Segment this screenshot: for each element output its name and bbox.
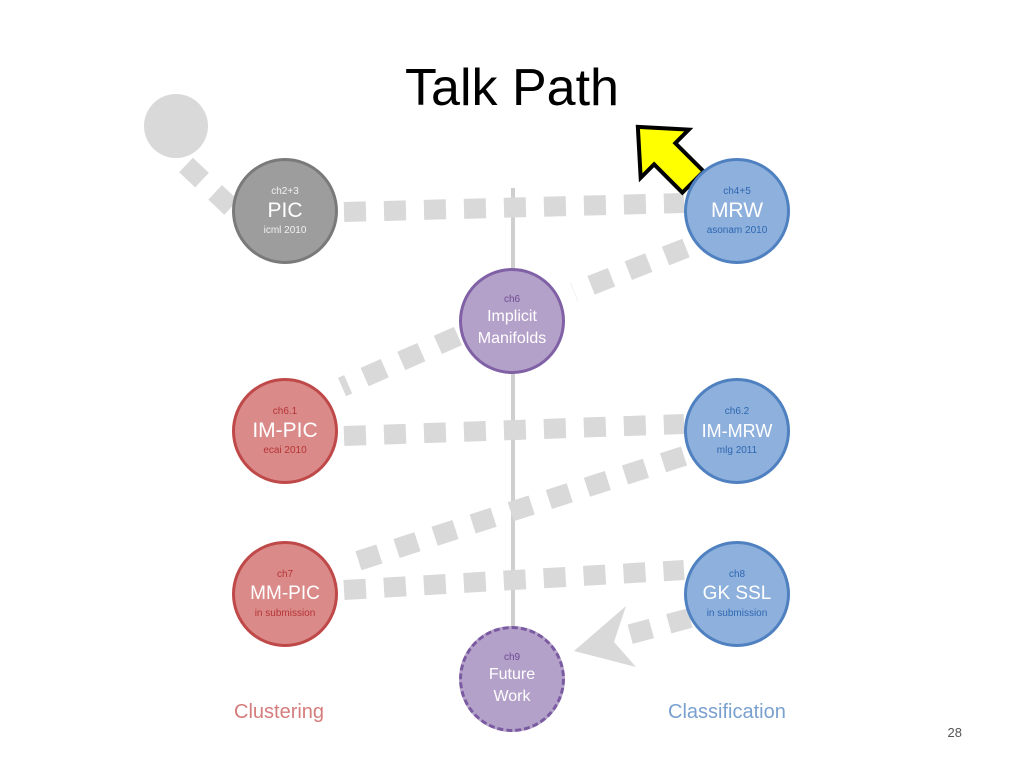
slide-title: Talk Path [405, 59, 619, 117]
node-name-line1: Implicit [487, 307, 537, 325]
node-im-mrw: ch6.2 IM-MRW mlg 2011 [684, 378, 790, 484]
node-name-line1: Future [488, 665, 536, 683]
chapter-label: ch6.2 [724, 405, 750, 417]
pointer-arrow-icon [635, 124, 707, 196]
clustering-label: Clustering [234, 701, 325, 723]
node-name: IM-MRW [701, 420, 773, 441]
node-name-line2: Manifolds [477, 329, 547, 347]
node-implicit-manifolds: ch6 Implicit Manifolds [459, 268, 565, 374]
node-im-pic: ch6.1 IM-PIC ecai 2010 [232, 378, 338, 484]
path-gkssl-to-future [617, 608, 693, 647]
node-mrw: ch4+5 MRW asonam 2010 [684, 158, 790, 264]
node-name: MM-PIC [250, 582, 320, 604]
node-future-work: ch9 Future Work [459, 626, 565, 732]
path-arrowhead [574, 606, 636, 667]
node-name: GK SSL [702, 582, 772, 604]
start-dot [144, 94, 208, 158]
chapter-label: ch7 [276, 568, 294, 580]
venue-label: icml 2010 [263, 224, 307, 236]
node-name: MRW [710, 198, 764, 222]
chapter-label: ch2+3 [271, 185, 299, 197]
node-gk-ssl: ch8 GK SSL in submission [684, 541, 790, 647]
node-name: PIC [267, 198, 303, 222]
path-immrw-to-mmpic [338, 446, 688, 576]
path-impic-to-immrw [343, 414, 685, 446]
venue-label: mlg 2011 [716, 444, 758, 456]
node-mm-pic: ch7 MM-PIC in submission [232, 541, 338, 647]
talk-path [179, 157, 693, 647]
node-pic: ch2+3 PIC icml 2010 [232, 158, 338, 264]
chapter-label: ch4+5 [723, 185, 751, 197]
path-pic-to-mrw [343, 193, 685, 222]
venue-label: ecai 2010 [263, 444, 307, 456]
chapter-label: ch6.1 [272, 405, 298, 417]
venue-label: asonam 2010 [706, 224, 768, 236]
venue-label: in submission [254, 607, 316, 619]
page-number: 28 [947, 725, 962, 740]
chapter-label: ch6 [503, 293, 521, 305]
classification-label: Classification [668, 701, 786, 723]
path-start-to-pic [179, 157, 243, 220]
path-implicit-to-impic [337, 326, 463, 397]
chapter-label: ch9 [503, 651, 521, 663]
path-mmpic-to-gkssl [343, 560, 685, 600]
chapter-label: ch8 [728, 568, 746, 580]
node-name-line2: Work [493, 687, 531, 705]
node-name: IM-PIC [252, 418, 318, 442]
venue-label: in submission [706, 607, 768, 619]
path-mrw-to-implicit [570, 238, 690, 302]
